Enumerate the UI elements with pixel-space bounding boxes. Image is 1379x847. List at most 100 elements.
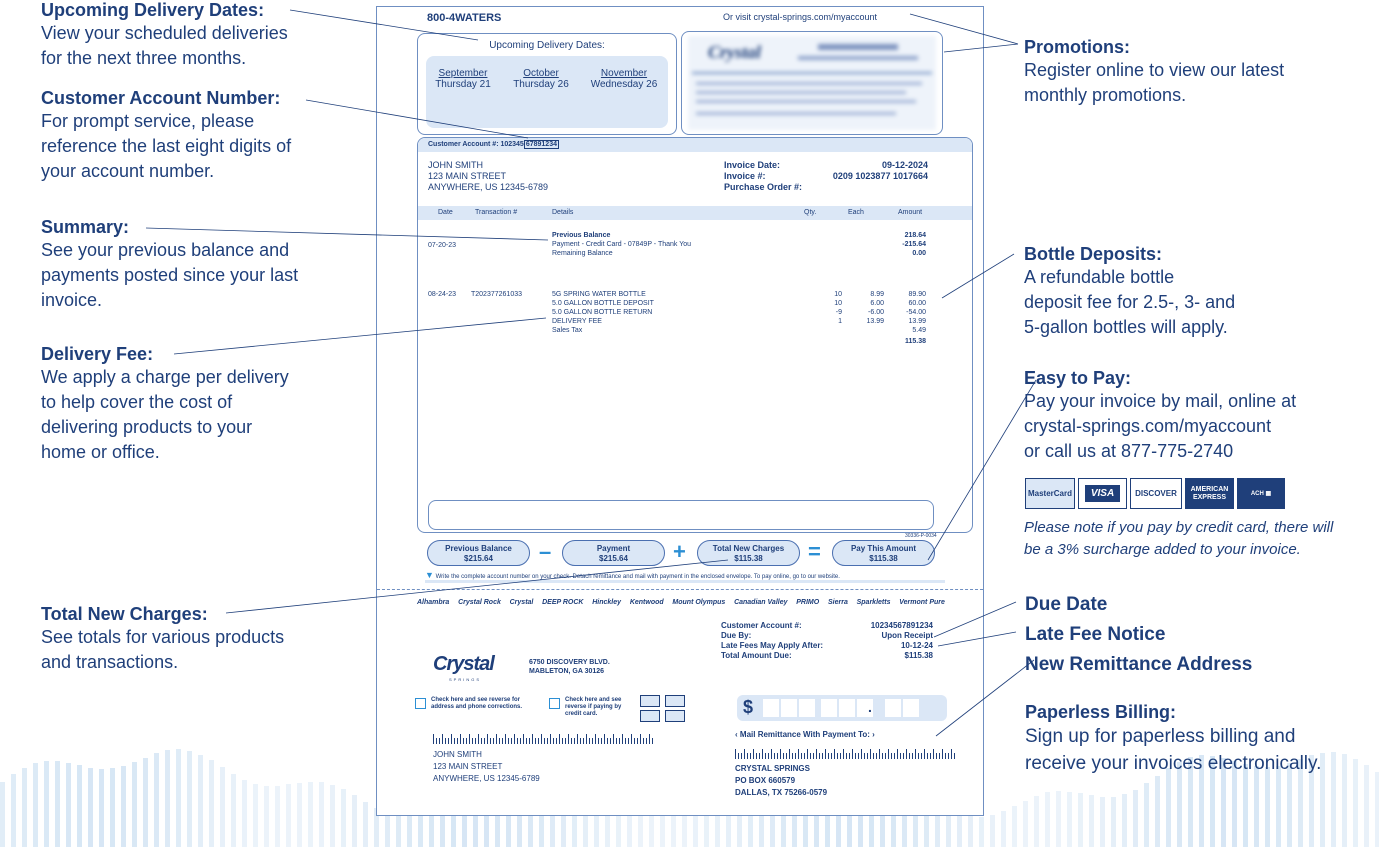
stub-account-row: Customer Account #:10234567891234 [721, 621, 933, 631]
annotation-body: payments posted since your last [41, 265, 299, 285]
stub-label: Late Fees May Apply After: [721, 641, 824, 650]
stub-late-row: Late Fees May Apply After:10-12-24 [721, 641, 933, 651]
annotation-heading: Promotions: [1024, 37, 1130, 57]
background-stripe [1210, 756, 1215, 847]
discover-logo: DISCOVER [1130, 478, 1182, 509]
amount-digit-cell[interactable] [857, 699, 873, 717]
background-stripe [473, 794, 478, 847]
invoice-date-row: Invoice Date:09-12-2024 [724, 160, 928, 171]
background-stripe [1320, 753, 1325, 847]
summary-amount: 218.64 [904, 232, 926, 239]
mail-remittance-label: ‹ Mail Remittance With Payment To: › [735, 730, 875, 739]
company-name: CRYSTAL SPRINGS [735, 764, 810, 773]
pill-label: Previous Balance [445, 544, 512, 553]
background-stripe [88, 768, 93, 847]
background-stripe [880, 785, 885, 847]
amount-digit-cell[interactable] [903, 699, 919, 717]
background-stripe [869, 787, 874, 847]
stub-customer-city: ANYWHERE, US 12345-6789 [433, 774, 540, 783]
background-stripe [858, 789, 863, 847]
amount-digit-cell[interactable] [799, 699, 815, 717]
ach-mini-icon [665, 710, 685, 722]
pill-label: Total New Charges [712, 544, 785, 553]
background-stripe [1023, 801, 1028, 847]
background-stripe [0, 782, 5, 847]
background-stripe [154, 753, 159, 847]
line-item-amount: 60.00 [908, 300, 926, 307]
background-stripe [330, 785, 335, 847]
background-stripe [1188, 757, 1193, 847]
pay-this-amount-pill: Pay This Amount $115.38 [832, 540, 935, 566]
background-stripe [1221, 758, 1226, 847]
summary-line: Payment - Credit Card - 07849P - Thank Y… [552, 241, 692, 248]
line-item-qty: 10 [834, 291, 842, 298]
amount-digit-cell[interactable] [821, 699, 837, 717]
annotation-body: A refundable bottle [1024, 267, 1175, 287]
amount-digit-cell[interactable] [885, 699, 901, 717]
annotation-body: your account number. [41, 161, 215, 181]
background-stripe [407, 816, 412, 847]
amount-digit-cell[interactable] [839, 699, 855, 717]
annotation-note: be a 3% surcharge added to your invoice. [1024, 541, 1301, 558]
background-stripe [1254, 766, 1259, 847]
annotation-body: or call us at 877-775-2740 [1024, 441, 1234, 461]
annotation-note: Please note if you pay by credit card, t… [1024, 519, 1334, 536]
background-stripe [66, 763, 71, 847]
annotation-account-number: Customer Account Number: For prompt serv… [41, 87, 291, 184]
address-correction-checkbox[interactable] [415, 698, 426, 709]
upcoming-deliveries-box: Upcoming Delivery Dates: September Thurs… [417, 33, 677, 135]
background-stripe [110, 768, 115, 847]
stub-value: Upon Receipt [881, 631, 933, 640]
return-street: 6750 DISCOVERY BLVD. [529, 659, 610, 666]
line-item-amount: 13.99 [908, 318, 926, 325]
background-stripe [1353, 759, 1358, 847]
stub-label: Total Amount Due: [721, 651, 792, 660]
crystal-springs-logo-sub: SPRINGS [449, 677, 482, 682]
delivery-day: Thursday 26 [513, 79, 569, 90]
annotation-surcharge-note: Please note if you pay by credit card, t… [1024, 517, 1333, 561]
annotation-heading: Easy to Pay: [1024, 368, 1132, 388]
pill-value: $115.38 [869, 554, 898, 563]
delivery-day: Thursday 21 [435, 79, 491, 90]
annotation-body: See your previous balance and [41, 240, 290, 260]
background-stripe [33, 763, 38, 847]
amount-enclosed-field[interactable]: $ . [737, 695, 947, 721]
background-stripe [198, 755, 203, 847]
annotation-body: monthly promotions. [1024, 85, 1187, 105]
background-stripe [891, 785, 896, 847]
equals-operator: = [808, 539, 821, 564]
remittance-address: CRYSTAL SPRINGS PO BOX 660579 DALLAS, TX… [735, 763, 827, 799]
credit-card-checkbox[interactable] [549, 698, 560, 709]
background-stripe [242, 780, 247, 847]
company-po-box: PO BOX 660579 [735, 776, 796, 785]
col-qty: Qty. [804, 209, 817, 216]
annotation-body: home or office. [41, 442, 160, 462]
amount-digit-cell[interactable] [763, 699, 779, 717]
promotions-box[interactable]: Crystal [681, 31, 943, 135]
visa-logo: VISA [1078, 478, 1127, 509]
company-city: DALLAS, TX 75266-0579 [735, 788, 828, 797]
background-stripe [187, 751, 192, 847]
background-stripe [979, 817, 984, 847]
background-stripe [1309, 755, 1314, 847]
amount-digit-cell[interactable] [781, 699, 797, 717]
background-stripe [935, 801, 940, 847]
annotation-body: See totals for various products [41, 627, 285, 647]
line-item-amount: -54.00 [906, 309, 926, 316]
background-stripe [550, 796, 555, 847]
annotation-heading-late-fee: Late Fee Notice [1025, 624, 1166, 645]
decimal-point-icon: . [868, 699, 872, 715]
annotation-heading: Paperless Billing: [1025, 702, 1177, 722]
background-stripe [1243, 764, 1248, 847]
background-stripe [825, 785, 830, 847]
message-box [428, 500, 934, 530]
line-item-description: 5.0 GALLON BOTTLE DEPOSIT [552, 300, 654, 307]
customer-barcode [433, 734, 653, 744]
background-stripe [1089, 795, 1094, 847]
background-stripe [132, 762, 137, 847]
invoice-sheet: 800-4WATERS Or visit crystal-springs.com… [376, 6, 984, 816]
background-stripe [1111, 797, 1116, 847]
